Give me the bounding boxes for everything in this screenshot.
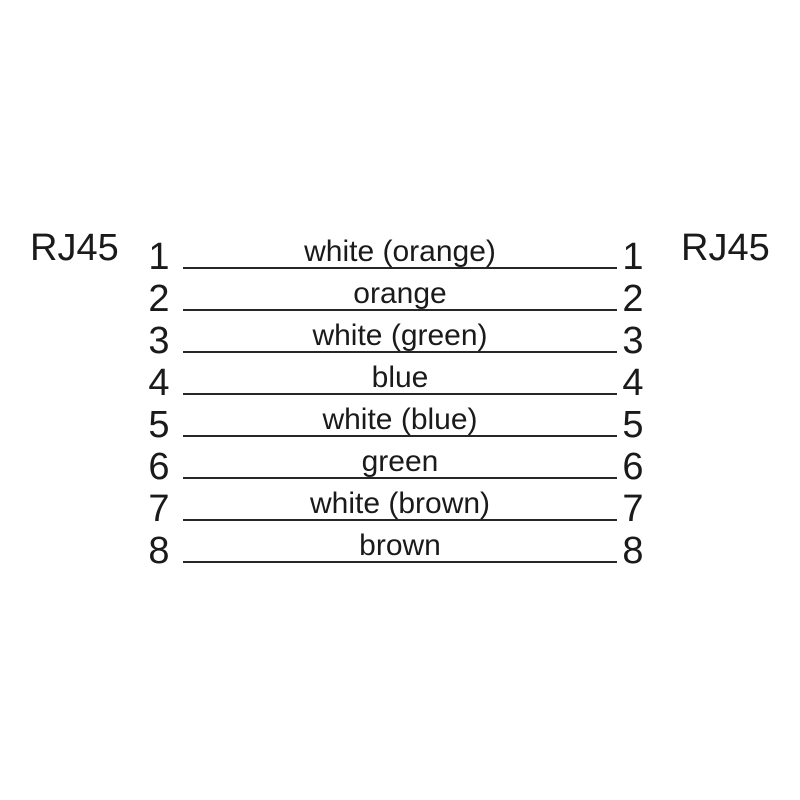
wire-color-label: orange — [353, 277, 447, 310]
pin-number-right: 1 — [622, 236, 644, 278]
wire-line — [183, 519, 617, 521]
wire-color-label: white (blue) — [322, 403, 478, 436]
pin-number-left: 6 — [148, 446, 170, 488]
wire-color-label: white (brown) — [309, 487, 491, 520]
pin-number-left: 2 — [148, 278, 170, 320]
connector-label-left: RJ45 — [30, 227, 119, 269]
pin-number-left: 8 — [148, 530, 170, 572]
pin-number-left: 7 — [148, 488, 170, 530]
pin-number-left: 4 — [148, 362, 170, 404]
connector-label-right: RJ45 — [681, 227, 770, 269]
wire-color-label: green — [361, 445, 439, 478]
pin-number-right: 2 — [622, 278, 644, 320]
pin-number-right: 8 — [622, 530, 644, 572]
wire-color-label: blue — [371, 361, 429, 394]
pin-number-right: 4 — [622, 362, 644, 404]
pin-number-right: 7 — [622, 488, 644, 530]
pin-number-right: 6 — [622, 446, 644, 488]
wire-line — [183, 351, 617, 353]
wire-line — [183, 477, 617, 479]
wire-color-label: white (orange) — [304, 235, 496, 268]
pin-number-right: 5 — [622, 404, 644, 446]
wire-line — [183, 393, 617, 395]
pin-number-left: 3 — [148, 320, 170, 362]
wire-line — [183, 267, 617, 269]
pin-number-left: 5 — [148, 404, 170, 446]
wire-color-label: white (green) — [312, 319, 488, 352]
wire-line — [183, 561, 617, 563]
wire-line — [183, 435, 617, 437]
pin-number-left: 1 — [148, 236, 170, 278]
pin-number-right: 3 — [622, 320, 644, 362]
wire-color-label: brown — [359, 529, 441, 562]
wire-line — [183, 309, 617, 311]
